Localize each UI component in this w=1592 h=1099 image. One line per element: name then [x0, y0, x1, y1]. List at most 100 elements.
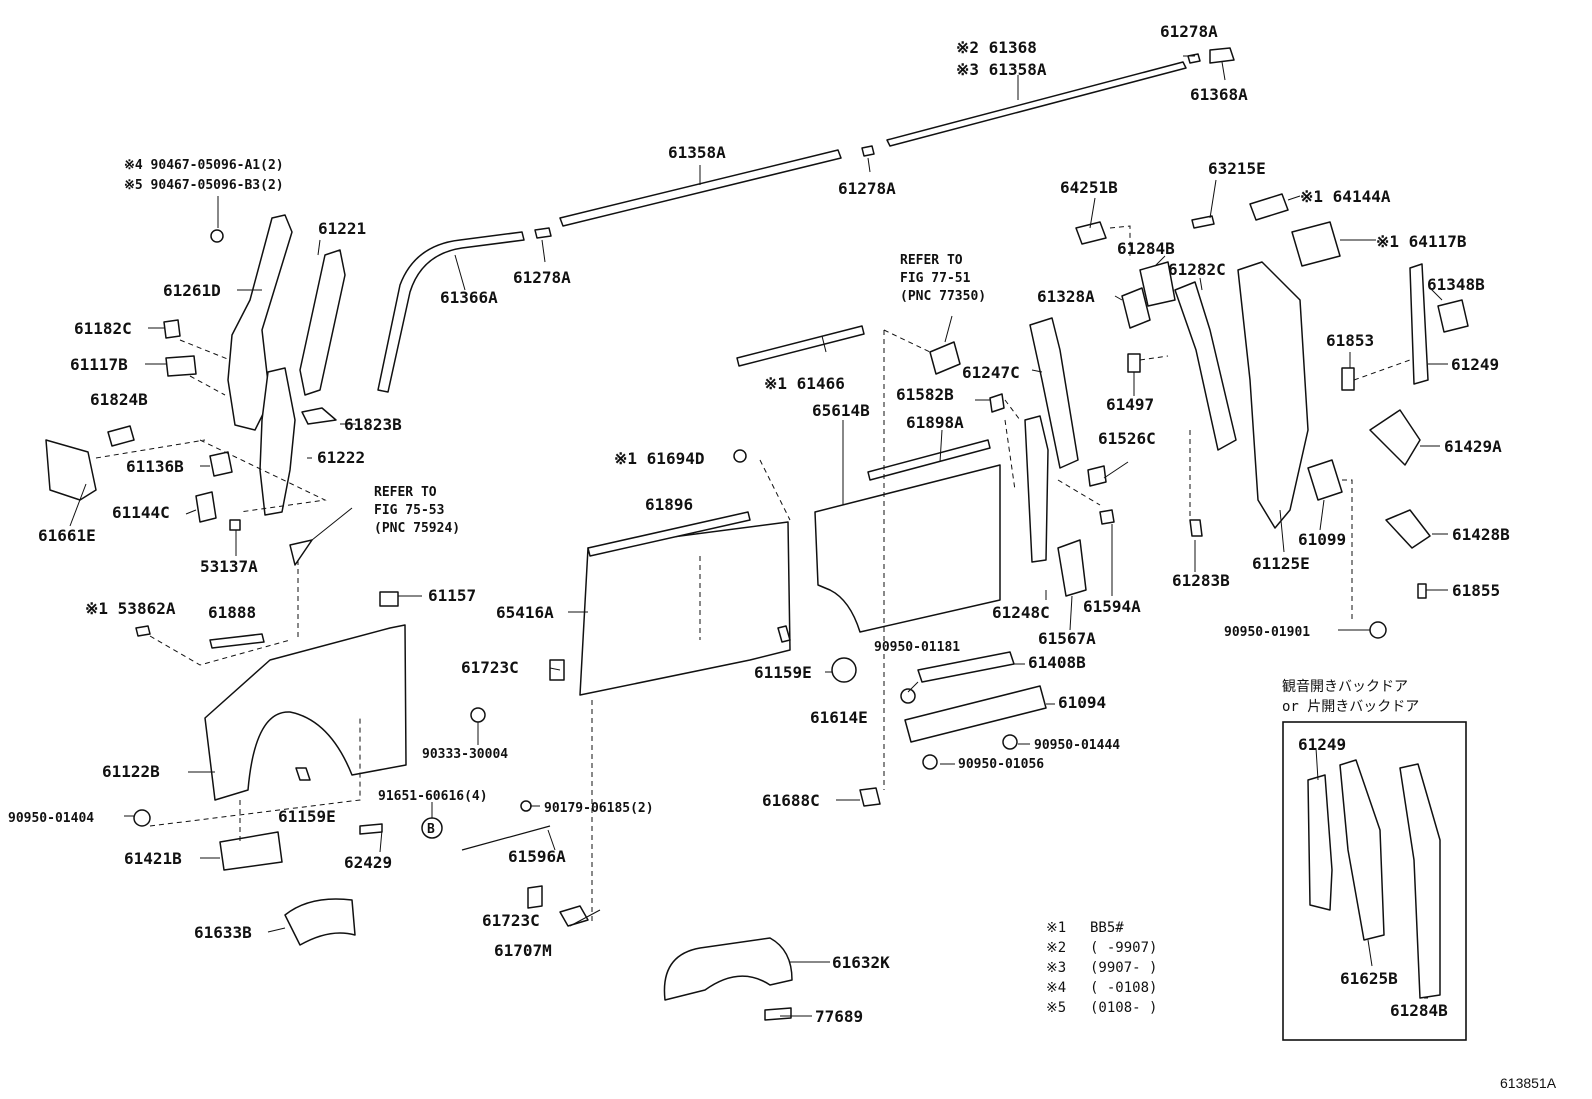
label-61625B: 61625B	[1340, 969, 1398, 988]
pillar-61261D	[227, 214, 293, 431]
label-90950-01181: 90950-01181	[874, 640, 960, 655]
clip-61368A	[1209, 47, 1235, 64]
label-90950-01444: 90950-01444	[1034, 738, 1120, 753]
bracket-61723C-low	[527, 885, 543, 909]
bracket-61099	[1307, 459, 1343, 501]
bracket-61594A	[1099, 509, 1115, 525]
label-64144A: ※1 64144A	[1300, 187, 1391, 206]
label-90333-30004: 90333-30004	[422, 747, 508, 762]
note-4-mark: ※4	[1046, 980, 1066, 996]
bracket-61707M	[559, 905, 589, 927]
label-61723C-mid: 61723C	[461, 658, 519, 677]
refer-75-53-line2: FIG 75-53	[374, 503, 444, 518]
circle-b-marker	[421, 817, 443, 839]
bracket-61144C	[195, 491, 217, 523]
moulding-61896	[587, 511, 751, 557]
refer-77-51-line1: REFER TO	[900, 253, 963, 268]
label-61247C: 61247C	[962, 363, 1020, 382]
label-61888: 61888	[208, 603, 256, 622]
wedge-refer-75-53	[289, 539, 313, 566]
clip-61283B	[1189, 519, 1203, 537]
label-61157: 61157	[428, 586, 476, 605]
label-61125E: 61125E	[1252, 554, 1310, 573]
note-5-mark: ※5	[1046, 1000, 1066, 1016]
label-61567A: 61567A	[1038, 629, 1096, 648]
part-labels: 61278A ※2 61368 ※3 61358A 61368A 61358A …	[8, 22, 1510, 1026]
fastener-90950-01444	[1002, 734, 1018, 750]
clip-61497	[1127, 353, 1141, 373]
label-61429A: 61429A	[1444, 437, 1502, 456]
label-61368A: 61368A	[1190, 85, 1248, 104]
bracket-61824B	[107, 425, 135, 447]
roof-moulding-rear	[559, 149, 842, 227]
label-61284B-box: 61284B	[1390, 1001, 1448, 1020]
roof-moulding-front	[886, 61, 1187, 147]
clip-63215E	[1191, 215, 1215, 229]
fastener-90950-01404	[133, 809, 151, 827]
clip-61159E-mid	[777, 625, 791, 643]
pillar-61222	[259, 367, 296, 516]
clip-61694D	[733, 449, 747, 463]
roof-moulding-curve	[377, 231, 525, 393]
label-61466: ※1 61466	[764, 374, 845, 393]
lid-61157	[379, 591, 399, 607]
label-64117B: ※1 64117B	[1376, 232, 1467, 251]
plug-62429	[359, 823, 383, 835]
bracket-61582B	[989, 393, 1005, 413]
label-90179-06185: 90179-06185(2)	[544, 801, 654, 816]
refer-to-75-53: REFER TO FIG 75-53 (PNC 75924)	[374, 485, 460, 536]
note-4-text: ( -0108)	[1090, 980, 1157, 996]
label-61898A: 61898A	[906, 413, 964, 432]
note-1-text: BB5#	[1090, 920, 1124, 936]
label-61853: 61853	[1326, 331, 1374, 350]
label-61408B: 61408B	[1028, 653, 1086, 672]
clip-61278A-low	[534, 227, 552, 239]
label-61421B: 61421B	[124, 849, 182, 868]
door-outer-65416A	[579, 521, 791, 696]
bracket-61348B	[1437, 299, 1469, 333]
label-61278A-top: 61278A	[1160, 22, 1218, 41]
label-61614E: 61614E	[810, 708, 868, 727]
refer-to-77-51: REFER TO FIG 77-51 (PNC 77350)	[900, 253, 986, 304]
rail-61408B	[917, 651, 1015, 683]
label-63215E: 63215E	[1208, 159, 1266, 178]
pillar-61248C	[1024, 415, 1049, 563]
label-61358A: 61358A	[668, 143, 726, 162]
fastener-90950-01901	[1369, 621, 1387, 639]
fastener-90950-01181	[900, 688, 916, 704]
bracket-61688C	[859, 787, 881, 807]
bracket-61421B	[219, 831, 283, 871]
rocker-61094	[904, 685, 1047, 743]
label-61159E-mid: 61159E	[754, 663, 812, 682]
fastener-90950-01056	[922, 754, 938, 770]
label-61159E-low: 61159E	[278, 807, 336, 826]
label-61283B: 61283B	[1172, 571, 1230, 590]
bracket-64251B	[1075, 221, 1107, 245]
refer-77-51-line3: (PNC 77350)	[900, 289, 986, 304]
label-61594A: 61594A	[1083, 597, 1141, 616]
clip-61855	[1417, 583, 1427, 599]
figure-id: 613851A	[1500, 1075, 1557, 1091]
fastener-90179	[520, 800, 532, 812]
label-90950-01056: 90950-01056	[958, 757, 1044, 772]
label-61497: 61497	[1106, 395, 1154, 414]
bracket-61428B	[1385, 509, 1431, 549]
quarter-panel-61122B	[204, 624, 407, 801]
label-53137A: 53137A	[200, 557, 258, 576]
panel-61661E	[45, 439, 97, 501]
bolt-90333	[470, 707, 486, 723]
label-61855: 61855	[1452, 581, 1500, 600]
pillar-61282C	[1174, 281, 1237, 451]
label-90950-01901: 90950-01901	[1224, 625, 1310, 640]
bracket-61284B-top	[1139, 261, 1176, 307]
moulding-61898A	[867, 439, 991, 481]
bracket-61823B	[301, 407, 337, 425]
note-3-mark: ※3	[1046, 960, 1066, 976]
wheel-house-61632K	[663, 937, 793, 1001]
label-61099: 61099	[1298, 530, 1346, 549]
note-5-text: (0108- )	[1090, 1000, 1157, 1016]
box-title-line1: 観音開きバックドア	[1282, 678, 1408, 695]
label-61661E: 61661E	[38, 526, 96, 545]
bracket-61429A	[1369, 409, 1421, 466]
label-61182C: 61182C	[74, 319, 132, 338]
